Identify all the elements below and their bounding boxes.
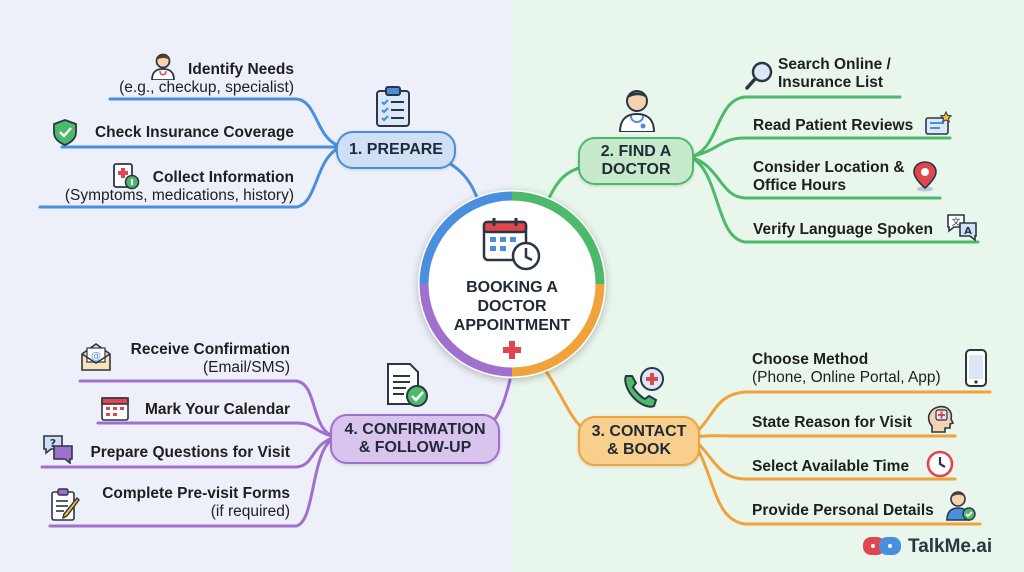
- confirm-item-calendar: Mark Your Calendar: [145, 401, 290, 419]
- branch-find-label: 2. FIND A: [600, 143, 672, 160]
- branch-confirm: 4. CONFIRMATION & FOLLOW-UP: [330, 414, 500, 464]
- chat-question-icon: ?: [43, 435, 73, 464]
- brand-name: TalkMe.ai: [908, 536, 993, 557]
- confirm-item-receive: Receive Confirmation (Email/SMS): [131, 341, 290, 377]
- item-title: Collect Information: [152, 169, 294, 186]
- center-title-line: DOCTOR: [477, 298, 547, 315]
- center-title-line: APPOINTMENT: [453, 317, 571, 334]
- smartphone-icon: [965, 349, 987, 387]
- branch-contact-label: & BOOK: [607, 441, 671, 458]
- branch-contact: 3. CONTACT & BOOK: [578, 416, 700, 466]
- confirm-item-questions: Prepare Questions for Visit: [90, 444, 290, 462]
- item-title: Receive Confirmation: [130, 341, 290, 358]
- item-title: Search Online /: [778, 56, 891, 73]
- item-subtitle: (e.g., checkup, specialist): [119, 79, 294, 96]
- prepare-item-collect-info: Collect Information (Symptoms, medicatio…: [65, 169, 294, 205]
- medical-cross-icon: [503, 341, 521, 359]
- find-item-language: Verify Language Spoken: [753, 221, 933, 239]
- contact-item-details: Provide Personal Details: [752, 502, 934, 520]
- contact-item-time: Select Available Time: [752, 458, 909, 476]
- phone-medical-icon: [624, 367, 664, 408]
- item-title: Consider Location &: [753, 159, 905, 176]
- item-title: Complete Pre-visit Forms: [102, 485, 290, 502]
- doctor-avatar-icon: [618, 90, 656, 132]
- item-title: Insurance List: [778, 74, 884, 91]
- user-check-icon: [946, 491, 976, 521]
- item-title: State Reason for Visit: [752, 414, 912, 431]
- item-title: Check Insurance Coverage: [94, 124, 294, 141]
- contact-item-reason: State Reason for Visit: [752, 414, 912, 432]
- contact-item-method: Choose Method (Phone, Online Portal, App…: [752, 351, 941, 387]
- branch-prepare: 1. PREPARE: [336, 131, 456, 169]
- chat-bubble-logo-icon: [863, 537, 901, 555]
- calendar-clock-icon: [482, 218, 541, 271]
- review-icon: [925, 110, 953, 135]
- item-subtitle: (if required): [210, 503, 290, 520]
- translate-icon: 文 A: [947, 214, 977, 242]
- branch-confirm-label: 4. CONFIRMATION: [344, 421, 486, 438]
- item-title: Mark Your Calendar: [144, 401, 290, 418]
- branch-find: 2. FIND A DOCTOR: [578, 137, 694, 185]
- medical-record-icon: [113, 163, 140, 190]
- clipboard-pen-icon: [51, 488, 80, 521]
- item-subtitle: (Symptoms, medications, history): [64, 187, 294, 204]
- item-title: Read Patient Reviews: [753, 117, 914, 134]
- branch-prepare-label: 1. PREPARE: [349, 141, 443, 158]
- magnifier-icon: [745, 61, 773, 90]
- prepare-item-insurance: Check Insurance Coverage: [95, 124, 294, 142]
- item-subtitle: (Email/SMS): [203, 359, 290, 376]
- confirm-item-forms: Complete Pre-visit Forms (if required): [102, 485, 290, 521]
- item-title: Office Hours: [753, 177, 847, 194]
- brand-logo: TalkMe.ai: [862, 534, 992, 560]
- item-title: Choose Method: [752, 351, 869, 368]
- item-subtitle: (Phone, Online Portal, App): [752, 369, 941, 386]
- find-item-search: Search Online / Insurance List: [778, 56, 891, 92]
- center-ring: [419, 191, 605, 377]
- clock-icon: [926, 450, 954, 478]
- find-item-location: Consider Location & Office Hours: [753, 159, 905, 195]
- shield-check-icon: [53, 119, 77, 146]
- document-check-icon: [387, 363, 428, 407]
- location-pin-icon: [913, 161, 937, 192]
- prepare-item-identify-needs: Identify Needs (e.g., checkup, specialis…: [119, 61, 294, 97]
- svg-text:?: ?: [50, 437, 56, 450]
- doctor-icon: [151, 53, 175, 80]
- item-title: Select Available Time: [752, 458, 910, 475]
- find-item-reviews: Read Patient Reviews: [753, 117, 913, 135]
- item-title: Provide Personal Details: [752, 502, 934, 519]
- center-title-line: BOOKING A: [466, 279, 558, 296]
- head-medical-icon: [927, 405, 955, 433]
- branch-contact-label: 3. CONTACT: [591, 423, 687, 440]
- svg-text:A: A: [964, 226, 972, 237]
- center-node: BOOKING A DOCTOR APPOINTMENT: [418, 190, 606, 378]
- center-title: BOOKING A DOCTOR APPOINTMENT: [418, 278, 606, 335]
- svg-text:文: 文: [951, 216, 960, 228]
- item-title: Identify Needs: [188, 61, 294, 78]
- branch-find-label: DOCTOR: [601, 161, 671, 178]
- branch-confirm-label: & FOLLOW-UP: [358, 439, 472, 456]
- calendar-icon: [101, 397, 129, 421]
- email-icon: @: [81, 343, 111, 371]
- checklist-clipboard-icon: [376, 86, 410, 127]
- item-title: Verify Language Spoken: [753, 221, 934, 238]
- item-title: Prepare Questions for Visit: [90, 444, 290, 461]
- svg-text:@: @: [91, 351, 101, 362]
